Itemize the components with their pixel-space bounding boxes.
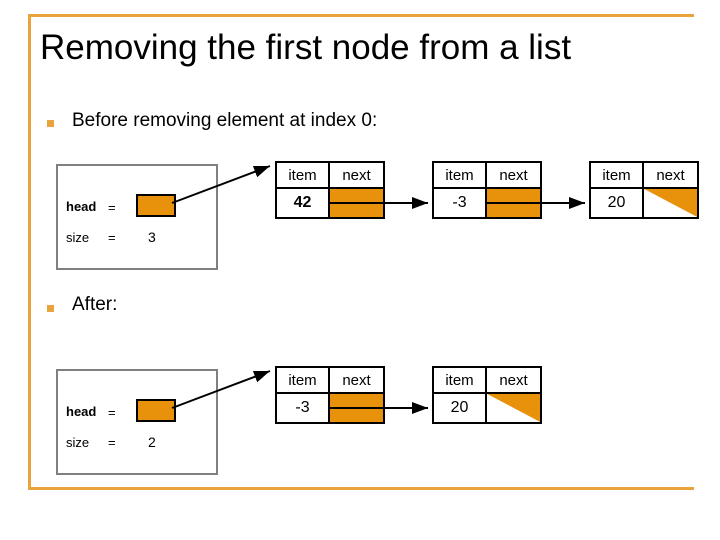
square-bullet-icon-2 bbox=[47, 305, 54, 312]
after-size-label: size bbox=[66, 435, 90, 450]
before-node-3-next-cell-null bbox=[642, 187, 699, 219]
after-node-1-next-header: next bbox=[328, 366, 385, 394]
before-node-1: item next 42 bbox=[275, 161, 385, 219]
after-head-equals: = bbox=[108, 405, 116, 420]
before-size-label: size bbox=[66, 230, 90, 245]
before-head-label: head bbox=[66, 199, 97, 214]
slide-frame-left bbox=[28, 14, 31, 490]
after-node-1: item next -3 bbox=[275, 366, 385, 424]
after-size-equals: = bbox=[108, 435, 116, 450]
after-node-2: item next 20 bbox=[432, 366, 542, 424]
after-head-pointer-swatch bbox=[136, 399, 176, 422]
before-head-equals: = bbox=[108, 200, 116, 215]
after-node-1-item-header: item bbox=[275, 366, 330, 394]
bullet-label-before: Before removing element at index 0: bbox=[72, 110, 378, 131]
after-node-2-next-cell-null bbox=[485, 392, 542, 424]
before-size-equals: = bbox=[108, 230, 116, 245]
before-node-1-item-value: 42 bbox=[275, 187, 330, 219]
after-head-label: head bbox=[66, 404, 97, 419]
before-node-2-item-header: item bbox=[432, 161, 487, 189]
slide-frame-bottom bbox=[28, 487, 694, 490]
after-node-2-item-value: 20 bbox=[432, 392, 487, 424]
slide-frame-top bbox=[28, 14, 694, 17]
before-size-value: 3 bbox=[148, 229, 156, 245]
after-node-1-item-value: -3 bbox=[275, 392, 330, 424]
before-list-box bbox=[56, 164, 218, 270]
page-title: Removing the first node from a list bbox=[40, 28, 572, 67]
after-node-2-next-header: next bbox=[485, 366, 542, 394]
before-node-1-next-header: next bbox=[328, 161, 385, 189]
after-size-value: 2 bbox=[148, 434, 156, 450]
before-node-2-next-header: next bbox=[485, 161, 542, 189]
after-list-box bbox=[56, 369, 218, 475]
bullet-label-after: After: bbox=[72, 294, 118, 315]
square-bullet-icon-1 bbox=[47, 120, 54, 127]
after-node-2-item-header: item bbox=[432, 366, 487, 394]
before-node-3: item next 20 bbox=[589, 161, 699, 219]
before-head-pointer-swatch bbox=[136, 194, 176, 217]
